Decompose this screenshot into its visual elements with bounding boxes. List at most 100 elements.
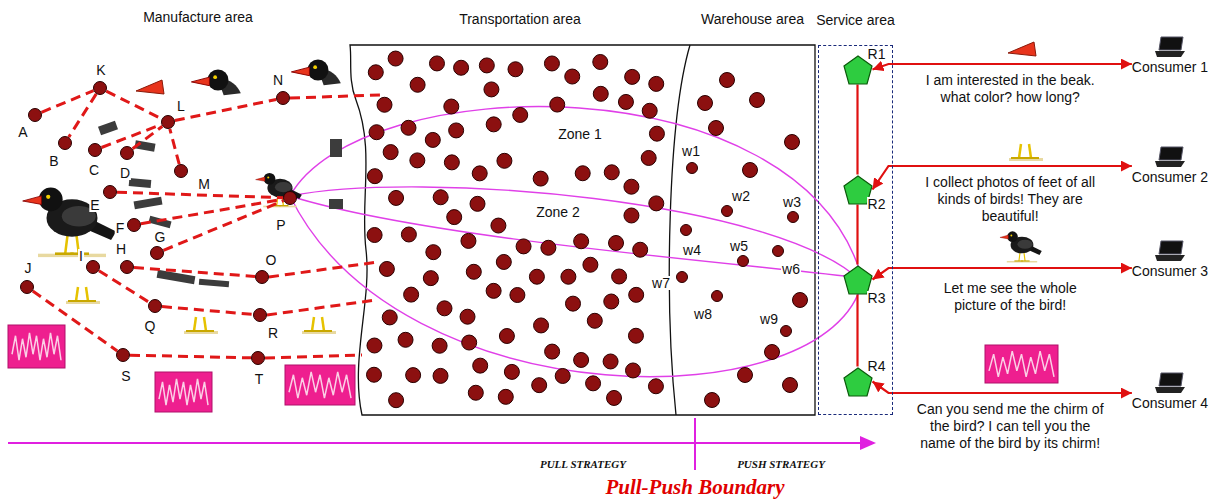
location-dot — [473, 358, 488, 373]
location-dot — [593, 86, 608, 101]
node-letter: B — [48, 154, 59, 168]
whole-bird — [23, 187, 117, 257]
location-dot — [544, 56, 559, 71]
retailer-label: R3 — [867, 291, 887, 305]
location-dot — [541, 240, 556, 255]
node-letter: T — [254, 372, 265, 386]
supplier-node: H — [120, 260, 134, 274]
location-dot — [460, 309, 475, 324]
bird-at-p — [256, 173, 302, 207]
bird-wing — [1017, 240, 1032, 249]
area-outline — [350, 45, 815, 415]
area-heading: Warehouse area — [701, 12, 804, 26]
pentagon-fill — [844, 266, 872, 294]
bird-fragment — [129, 178, 152, 188]
bird-eye — [267, 176, 269, 178]
location-dot — [565, 296, 580, 311]
warehouse-label: w5 — [729, 239, 749, 253]
location-dot — [574, 352, 589, 367]
bird-leg — [76, 287, 78, 301]
location-dot — [498, 389, 513, 404]
bird-leg — [1029, 144, 1031, 158]
consumer-node: Consumer 4 — [1132, 372, 1208, 410]
location-dot — [587, 313, 602, 328]
bird-leg — [1019, 144, 1021, 158]
laptop-icon — [1154, 372, 1186, 394]
supply-line — [269, 262, 378, 277]
beak-icon — [1008, 42, 1036, 56]
transport-dots — [367, 51, 808, 408]
chirp-wave — [159, 379, 208, 405]
chirp-wave — [12, 333, 61, 360]
supplier-node: M — [174, 164, 188, 178]
node-letter: H — [115, 242, 127, 256]
perch — [1007, 261, 1037, 263]
consumer-name: Consumer 4 — [1132, 396, 1208, 410]
location-dot — [603, 354, 618, 369]
area-heading: Transportation area — [459, 12, 581, 26]
bird-head — [1007, 231, 1018, 242]
location-dot — [410, 77, 425, 92]
location-dot — [628, 328, 643, 343]
illustration-group — [8, 42, 1058, 412]
laptop-icon — [1154, 146, 1186, 168]
location-dot — [404, 287, 419, 302]
bird-leg — [322, 317, 324, 331]
location-dot — [468, 385, 483, 400]
laptop-base — [1155, 387, 1185, 393]
supplier-node: A — [28, 108, 42, 122]
service-arrow — [873, 382, 1132, 394]
location-dot — [593, 54, 608, 69]
location-dot — [444, 155, 459, 170]
supply-line — [267, 300, 376, 315]
location-dot — [426, 245, 441, 260]
laptop-screen — [1159, 373, 1183, 386]
location-dot — [367, 169, 382, 184]
location-dot — [720, 73, 735, 88]
bird-head — [208, 70, 229, 91]
location-dot — [496, 254, 511, 269]
consumer-name: Consumer 3 — [1132, 264, 1208, 278]
location-dot — [367, 228, 382, 243]
location-dot — [491, 218, 506, 233]
location-dot — [618, 94, 633, 109]
laptop-icon — [1154, 36, 1186, 58]
warehouse-node: w6 — [772, 245, 784, 257]
bird-head — [308, 60, 329, 81]
warehouse-node: w8 — [711, 290, 723, 302]
node-letter: L — [176, 99, 186, 113]
location-dot — [389, 190, 404, 205]
location-dot — [583, 257, 598, 272]
node-letter: Q — [144, 319, 157, 333]
location-dot — [612, 269, 627, 284]
boundary-title: Pull-Push Boundary — [605, 476, 784, 499]
supplier-node: Q — [148, 299, 162, 313]
location-dot — [641, 150, 656, 165]
supplier-node: R — [253, 308, 267, 322]
bird-head — [264, 173, 276, 185]
bird-head-piece — [291, 60, 340, 86]
location-dot — [499, 329, 514, 344]
chirp-box — [285, 365, 355, 405]
location-dot — [607, 390, 622, 405]
node-letter: A — [17, 125, 28, 139]
bird-leg — [86, 287, 88, 301]
retailer-label: R2 — [867, 197, 887, 211]
feet-icon — [302, 317, 336, 334]
supplier-node: C — [88, 143, 102, 157]
location-dot — [429, 56, 444, 71]
supplier-node: E — [103, 185, 117, 199]
supply-link — [163, 201, 283, 251]
node-letter: I — [78, 249, 84, 263]
location-dot — [626, 363, 641, 378]
supplier-node: S — [116, 348, 130, 362]
location-dot — [604, 294, 619, 309]
retailer-label: R4 — [867, 359, 887, 373]
location-dot — [369, 125, 384, 140]
supply-line — [290, 95, 380, 98]
location-dot — [533, 171, 548, 186]
retailer-pentagon: R1 — [843, 55, 873, 85]
location-dot — [377, 97, 392, 112]
location-dot — [437, 301, 452, 316]
beak-shape — [136, 80, 164, 94]
